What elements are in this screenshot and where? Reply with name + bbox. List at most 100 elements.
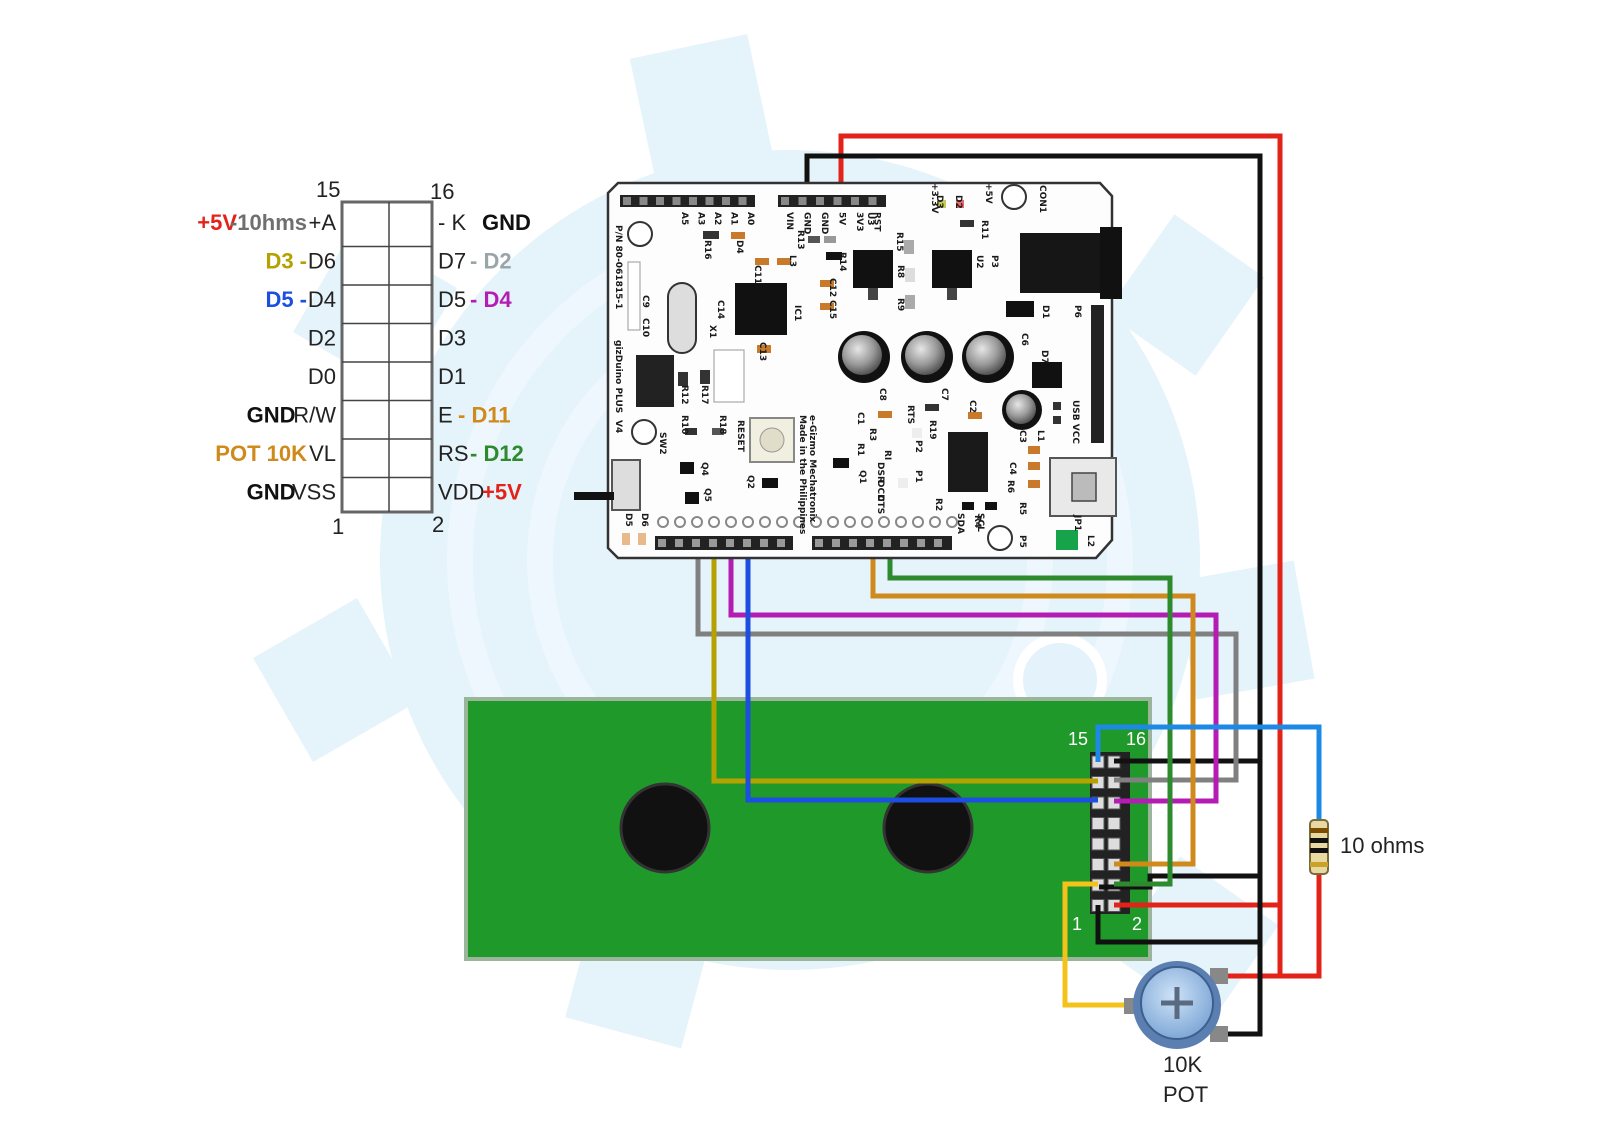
via-hole: [691, 516, 703, 528]
pinout-left-note: GND: [247, 480, 296, 505]
smd-component: [962, 502, 974, 510]
pinout-right-pin: VDD: [438, 480, 484, 505]
pinout-left-note: D3 -: [265, 249, 307, 274]
smd-component: [820, 280, 834, 287]
via-hole: [912, 516, 924, 528]
header-pin: [656, 197, 664, 205]
header-pin: [689, 197, 697, 205]
via-hole: [946, 516, 958, 528]
component-label: R9: [895, 298, 905, 311]
pinout-left-pin: D2: [308, 326, 336, 351]
pinout-left-pin: D4: [308, 287, 336, 312]
smd-component: [985, 502, 997, 510]
side-header: [1091, 305, 1104, 443]
via-hole: [742, 516, 754, 528]
pinout-left-pin: R/W: [293, 403, 336, 428]
power-header-label: GND: [802, 212, 812, 234]
switch-sw2: [611, 459, 641, 511]
via-hole: [674, 516, 686, 528]
smd-component: [904, 240, 914, 254]
via-hole: [844, 516, 856, 528]
via-hole: [708, 516, 720, 528]
component-label: R14: [837, 252, 847, 271]
smd-component: [1028, 446, 1040, 454]
via-hole: [810, 516, 822, 528]
smd-component: [703, 231, 719, 239]
wires: [695, 133, 1322, 1037]
header-pin: [738, 197, 747, 205]
lcd-pin-16-label: 16: [1126, 729, 1146, 749]
pot-label-line1: 10K: [1163, 1052, 1202, 1077]
component-label: P1: [913, 470, 923, 483]
component-label: R2: [933, 498, 943, 511]
via-hole: [776, 516, 788, 528]
smd-component: [925, 404, 939, 411]
pinout-top-right: 16: [430, 179, 454, 204]
pinout-right-pin: D7: [438, 249, 466, 274]
pinout-right-pin: - K: [438, 210, 466, 235]
component-label: Q1: [857, 470, 867, 484]
smd-component: [685, 428, 697, 435]
wire-green-d12: [887, 543, 1173, 887]
component-label: R5: [1017, 502, 1027, 515]
header-pin: [675, 539, 683, 547]
header-pin: [726, 539, 734, 547]
component-label: D2: [953, 195, 963, 209]
pinout-right-note: - D12: [470, 441, 524, 466]
header-pin: [815, 539, 823, 547]
lcd-pin: [1107, 837, 1121, 851]
header-pin: [934, 539, 942, 547]
mount-hole: [1001, 184, 1027, 210]
board-name: gizDuino PLUS: [613, 340, 623, 413]
component-label: C15: [827, 300, 837, 319]
header-pin: [900, 539, 908, 547]
header-pin: [709, 539, 717, 547]
component-label: D6: [639, 513, 649, 527]
smd-component: [777, 258, 791, 265]
smd-component: [712, 428, 724, 435]
analog-header-label: A0: [745, 212, 755, 225]
component-label: CON1: [1037, 185, 1047, 213]
smd-component: [938, 200, 946, 208]
component-label: SCL: [975, 513, 985, 532]
lcd-pin-2-label: 2: [1132, 914, 1142, 934]
pinout-left-pin: +A: [308, 210, 336, 235]
header-pin: [816, 197, 824, 205]
header-pin: [692, 539, 700, 547]
via-hole: [657, 516, 669, 528]
header-pin: [781, 197, 789, 205]
smd-component: [685, 492, 699, 504]
component-label: RI: [882, 450, 892, 460]
power-header-label: RST: [872, 212, 882, 232]
pinout-right-pin: D3: [438, 326, 466, 351]
header-pin: [743, 539, 751, 547]
component-label: +5V: [983, 183, 993, 204]
component-label: R16: [702, 240, 712, 259]
analog-header-label: A5: [679, 212, 689, 225]
pinout-right-pin: D1: [438, 364, 466, 389]
header-pin: [705, 197, 714, 205]
lcd-pin-1-label: 1: [1072, 914, 1082, 934]
smd-component: [731, 232, 745, 239]
smd-component: [905, 295, 915, 309]
ic1-chip: [735, 283, 787, 335]
component-label: C12: [827, 278, 837, 297]
component-label: R19: [927, 420, 937, 439]
component-label: SW2: [657, 432, 667, 455]
lcd-pin-15-label: 15: [1068, 729, 1088, 749]
component-label: USB VCC: [1070, 400, 1080, 444]
header-pin: [849, 539, 857, 547]
board-part-number: P/N 80-061815-1: [613, 225, 623, 309]
component-label: C1: [855, 412, 865, 425]
smd-component: [1028, 462, 1040, 470]
via-hole: [725, 516, 737, 528]
component-label: P3: [989, 255, 999, 268]
component-label: P2: [913, 440, 923, 453]
power-header-label: GND: [819, 212, 829, 234]
pinout-right-pin: RS: [438, 441, 469, 466]
pinout-right-note: - D11: [458, 403, 511, 428]
dc-jack: [1020, 233, 1110, 293]
reset-label: RESET: [735, 420, 745, 453]
smd-component: [960, 220, 974, 227]
header-pin: [866, 539, 874, 547]
